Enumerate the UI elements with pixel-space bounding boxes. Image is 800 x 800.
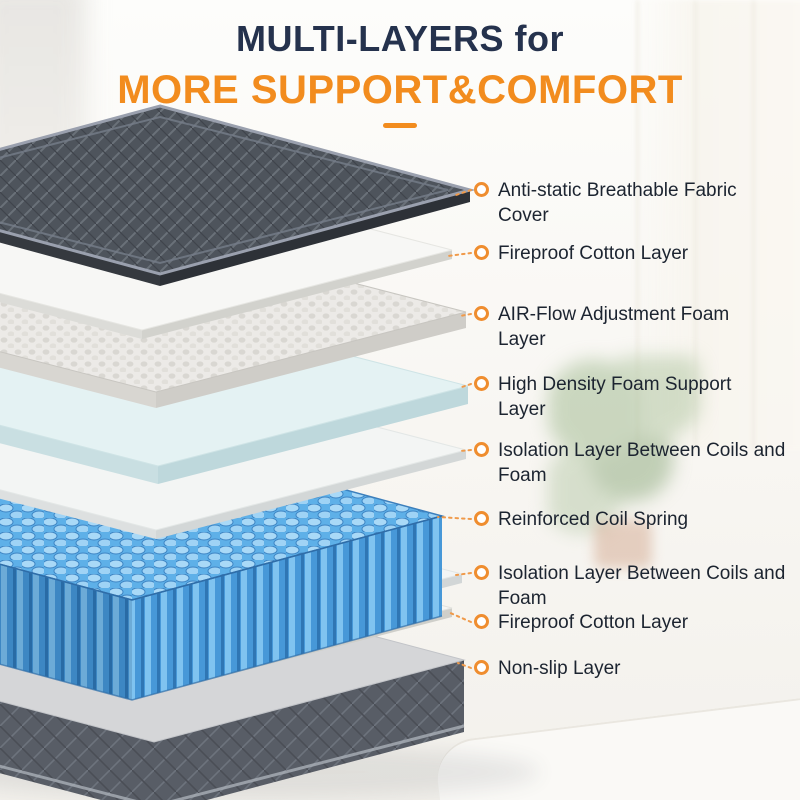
label-text: High Density Foam Support Layer xyxy=(498,374,732,421)
label-isolation-lower: Isolation Layer Between Coils and Foam xyxy=(474,561,794,611)
label-text: Non-slip Layer xyxy=(498,658,621,679)
label-fabric-cover: Anti-static Breathable Fabric Cover xyxy=(474,178,790,228)
label-text: Fireproof Cotton Layer xyxy=(498,243,689,264)
label-text: Anti-static Breathable Fabric Cover xyxy=(498,180,737,227)
headline-underline xyxy=(383,123,417,128)
label-text: Isolation Layer Between Coils and Foam xyxy=(498,440,786,487)
label-text: Reinforced Coil Spring xyxy=(498,509,689,530)
background-plant-pot xyxy=(594,520,652,568)
background-plant xyxy=(548,356,700,544)
bullet-ring-icon xyxy=(474,511,489,526)
label-fireproof-cotton-lower: Fireproof Cotton Layer xyxy=(474,610,688,635)
bullet-ring-icon xyxy=(474,614,489,629)
leader-lines xyxy=(437,189,472,669)
layer-fabric-cover xyxy=(0,104,476,286)
bullet-ring-icon xyxy=(474,660,489,675)
label-text: AIR-Flow Adjustment Foam Layer xyxy=(498,304,730,351)
label-isolation-upper: Isolation Layer Between Coils and Foam xyxy=(474,438,794,488)
bullet-ring-icon xyxy=(474,565,489,580)
label-coil-spring: Reinforced Coil Spring xyxy=(474,507,688,532)
bullet-ring-icon xyxy=(474,182,489,197)
label-high-density-foam: High Density Foam Support Layer xyxy=(474,372,750,422)
headline-line1: MULTI-LAYERS for xyxy=(236,18,564,59)
headline: MULTI-LAYERS for MORE SUPPORT&COMFORT xyxy=(0,18,800,128)
label-non-slip: Non-slip Layer xyxy=(474,656,621,681)
bullet-ring-icon xyxy=(474,245,489,260)
bullet-ring-icon xyxy=(474,306,489,321)
label-text: Fireproof Cotton Layer xyxy=(498,612,689,633)
bullet-ring-icon xyxy=(474,376,489,391)
headline-line2: MORE SUPPORT&COMFORT xyxy=(117,68,683,112)
label-airflow-foam: AIR-Flow Adjustment Foam Layer xyxy=(474,302,750,352)
label-fireproof-cotton-upper: Fireproof Cotton Layer xyxy=(474,241,688,266)
label-text: Isolation Layer Between Coils and Foam xyxy=(498,563,786,610)
bullet-ring-icon xyxy=(474,442,489,457)
